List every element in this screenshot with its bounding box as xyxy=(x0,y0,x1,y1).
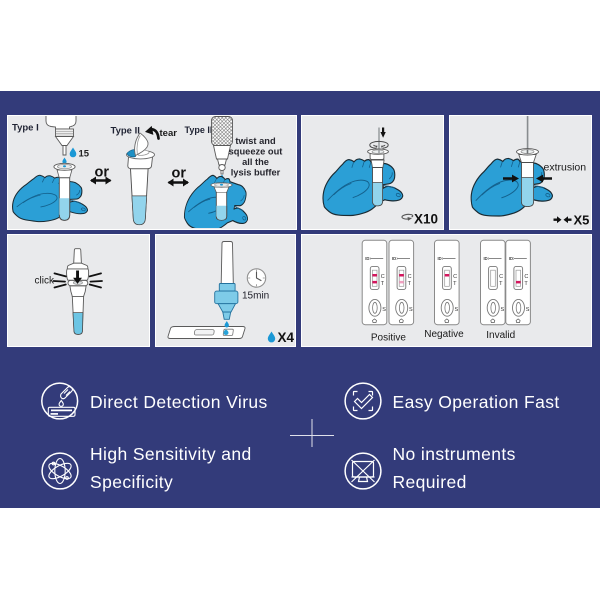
svg-text:extrusion: extrusion xyxy=(543,162,586,174)
svg-text:Negative: Negative xyxy=(424,328,464,339)
svg-text:15: 15 xyxy=(79,149,90,160)
svg-text:squeeze out: squeeze out xyxy=(229,147,283,157)
svg-text:X4: X4 xyxy=(277,330,294,345)
svg-text:X10: X10 xyxy=(414,212,438,227)
svg-text:click: click xyxy=(35,275,55,286)
svg-text:or: or xyxy=(95,165,110,181)
svg-text:X5: X5 xyxy=(573,213,589,228)
svg-text:or: or xyxy=(172,166,187,182)
svg-text:15min: 15min xyxy=(242,290,269,301)
svg-text:Type I: Type I xyxy=(12,123,39,134)
svg-text:twist and: twist and xyxy=(235,136,276,146)
svg-text:Type III: Type III xyxy=(185,125,215,135)
svg-text:Positive: Positive xyxy=(371,332,406,343)
svg-text:tear: tear xyxy=(160,128,178,139)
svg-text:Type II: Type II xyxy=(111,126,140,137)
svg-text:all the: all the xyxy=(242,157,269,167)
svg-text:Invalid: Invalid xyxy=(486,329,515,340)
svg-text:lysis buffer: lysis buffer xyxy=(231,168,281,178)
